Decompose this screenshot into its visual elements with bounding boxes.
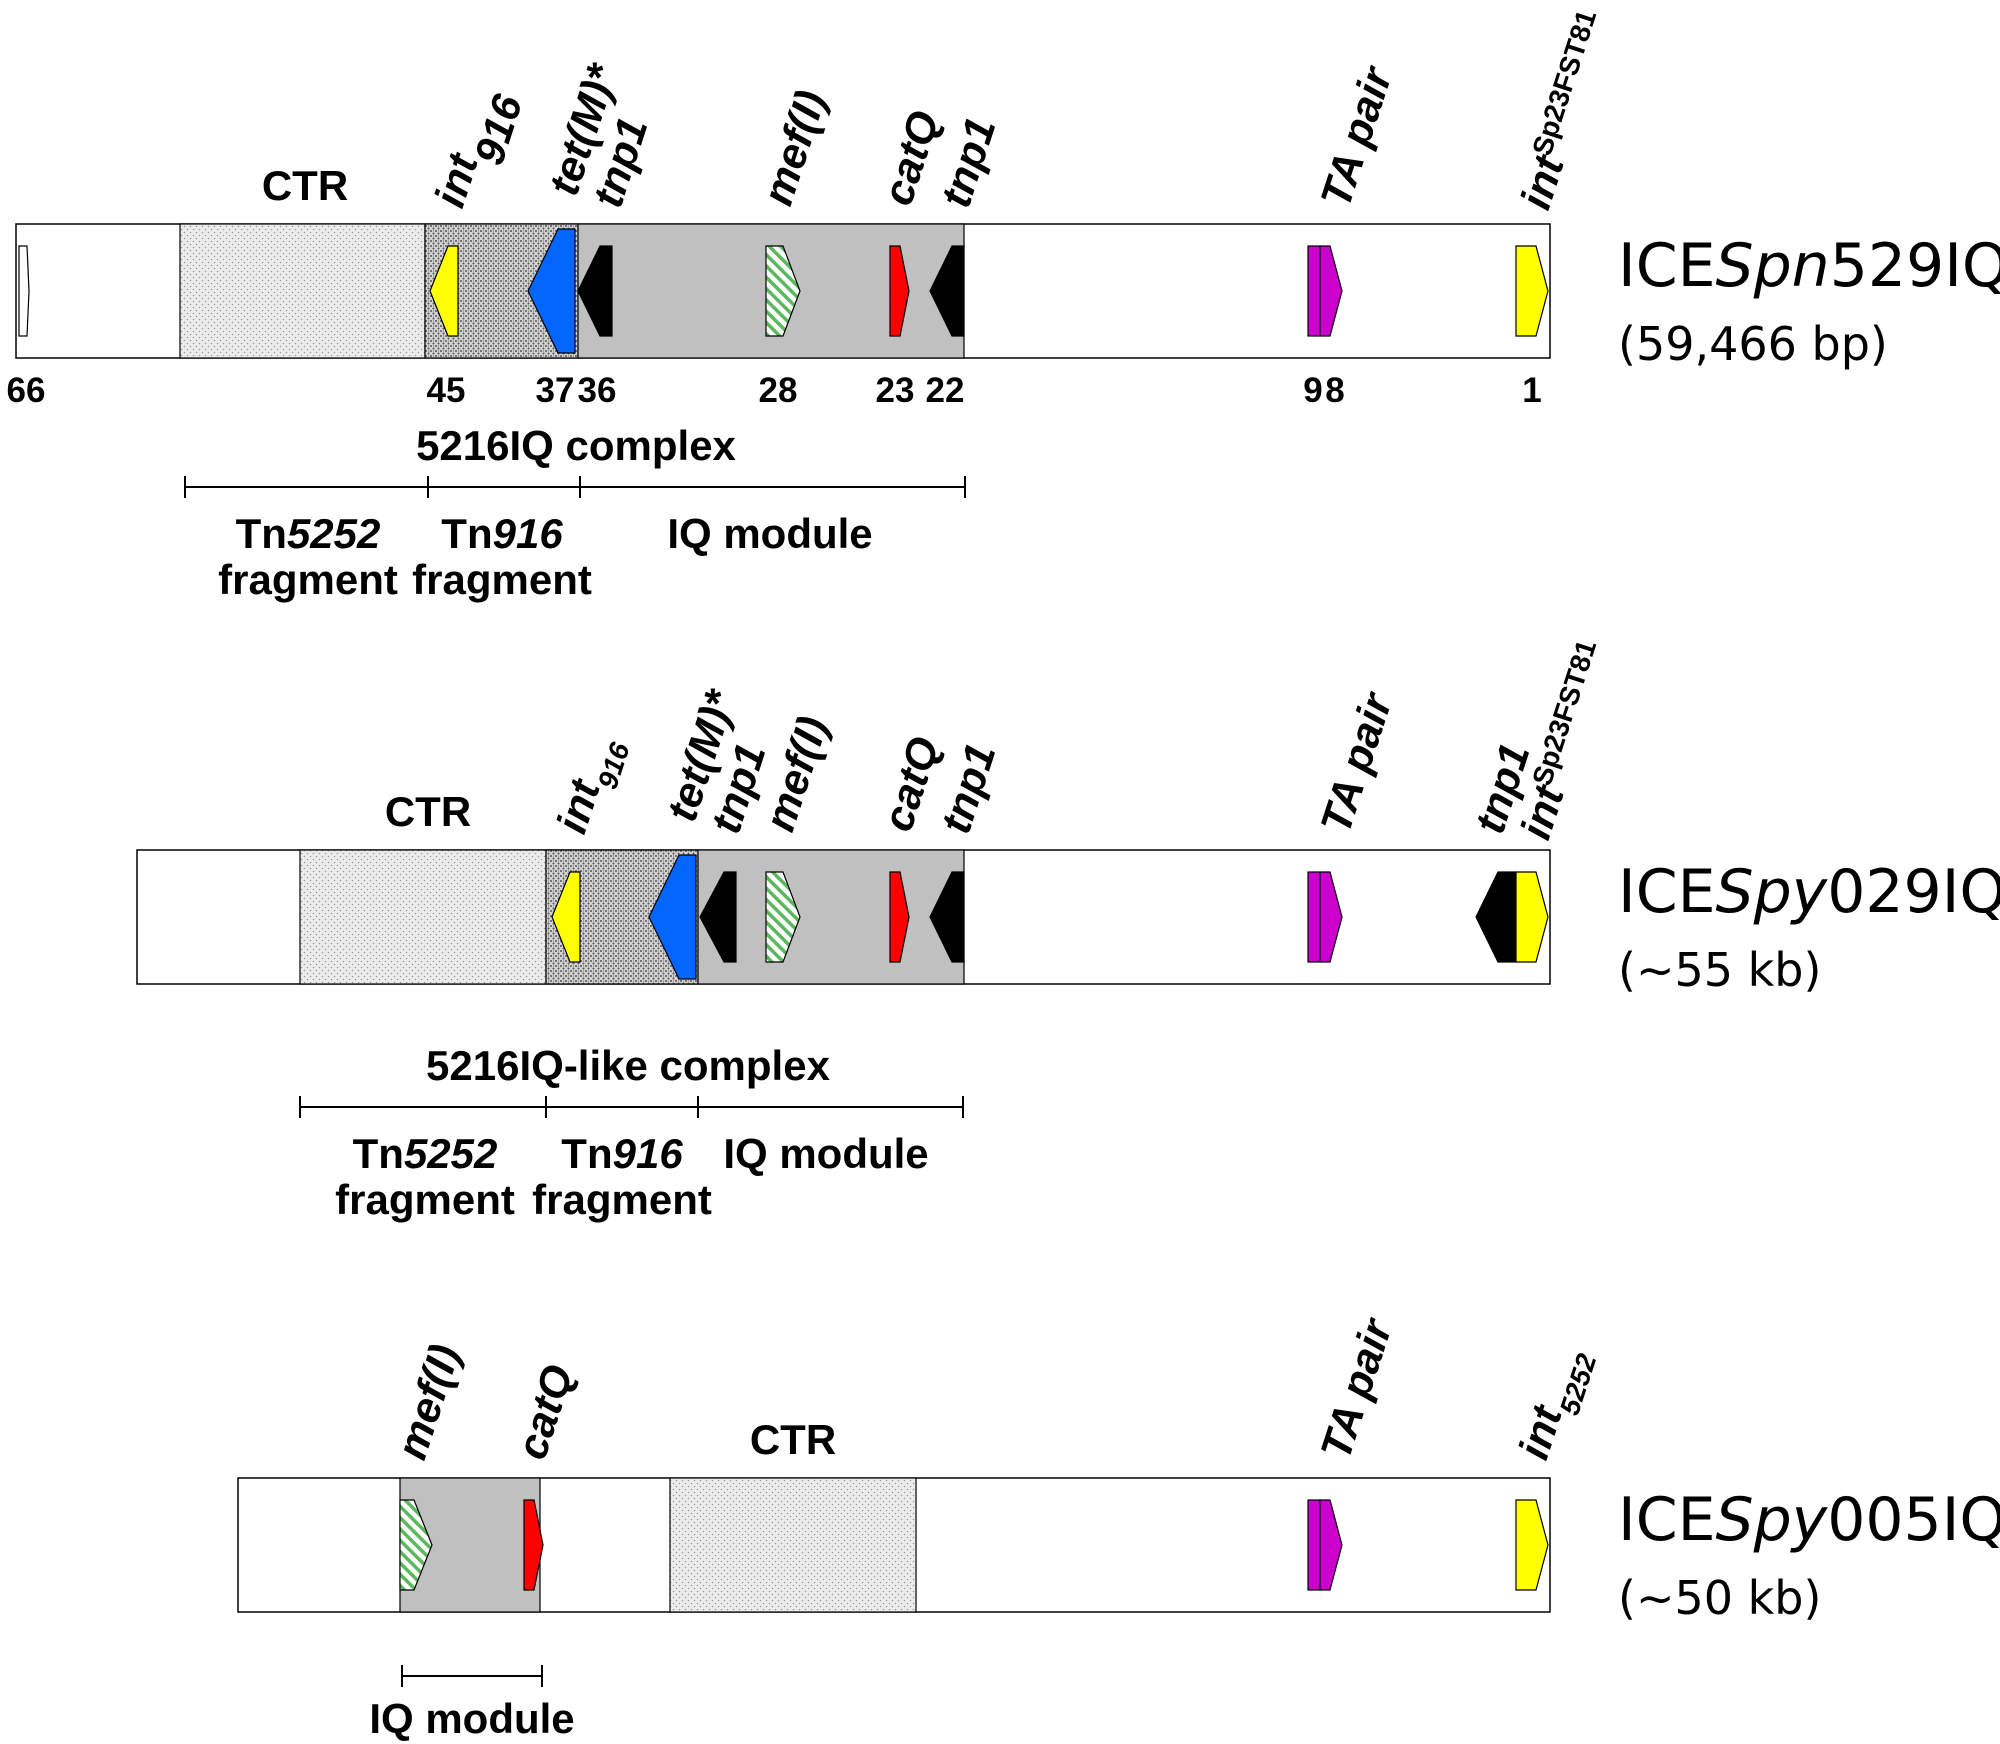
tnp1-arrow-a [577, 245, 613, 337]
catq-arrow [523, 1499, 544, 1591]
segment-tn916-label: Tn916 [441, 510, 563, 557]
gene-label-int-sp23fst81: intSp23FST81 [1509, 636, 1620, 845]
int-sp23fst81-arrow [1515, 871, 1549, 963]
segment-tn5252-fragment: fragment [335, 1176, 515, 1223]
gene-label-mefi: mef(I) [754, 85, 836, 211]
small-arrow-marker [18, 245, 30, 337]
int916-arrow-left [429, 245, 459, 337]
position-9: 9 [1303, 371, 1322, 410]
element-name: ICESpy005IQ [1618, 1485, 2000, 1555]
tetm-arrow [648, 854, 697, 980]
element-size: (59,466 bp) [1618, 317, 1888, 371]
mefi-arrow [765, 871, 801, 963]
catq-arrow [889, 871, 910, 963]
tetm-arrow [527, 228, 576, 354]
ta-pair-arrow [1319, 1499, 1343, 1591]
element-icespy005iq [237, 1477, 1551, 1613]
ta-pair-left [1307, 245, 1321, 337]
element-size: (~55 kb) [1618, 943, 1821, 997]
position-36: 36 [578, 371, 617, 410]
iq-module-bracket [401, 1665, 543, 1687]
element-size: (~50 kb) [1618, 1571, 1821, 1625]
element-name: ICESpn529IQ [1618, 231, 2000, 301]
element-icespy029iq [136, 849, 1551, 985]
iq-module-region [697, 849, 965, 985]
gene-label-int5252: int5252 [1510, 1341, 1602, 1469]
element-name: ICESpy029IQ [1618, 857, 2000, 927]
ctr-region [669, 1477, 917, 1613]
segment-tn5252-fragment: fragment [218, 556, 398, 603]
int5252-arrow [1515, 1499, 1549, 1591]
catq-arrow [889, 245, 910, 337]
ta-pair-left [1307, 1499, 1321, 1591]
gene-label-int-sp23fst81: intSp23FST81 [1509, 6, 1620, 215]
tnp1-arrow-b [929, 245, 965, 337]
position-23: 23 [876, 371, 915, 410]
segment-tn916-fragment: fragment [532, 1176, 712, 1223]
segment-tn916-label: Tn916 [561, 1130, 683, 1177]
gene-label-ta-pair: TA pair [1312, 686, 1403, 839]
position-45: 45 [427, 371, 466, 410]
ctr-region [299, 849, 547, 985]
mefi-arrow [765, 245, 801, 337]
ta-pair-left [1307, 871, 1321, 963]
mefi-arrow [399, 1499, 433, 1591]
labels-icespn529iq: CTR int916 tet(M)* tnp1 mef(I) catQ tnp1… [7, 6, 2000, 603]
gene-label-int916: int916 [548, 729, 635, 842]
complex-bracket [299, 1096, 964, 1118]
int916-arrow-left [551, 871, 581, 963]
segment-tn916-fragment: fragment [412, 556, 592, 603]
gene-label-mefi: mef(I) [388, 1339, 470, 1465]
ta-pair-arrow [1319, 871, 1343, 963]
segment-iq-module-label: IQ module [667, 510, 872, 557]
position-37: 37 [536, 371, 575, 410]
gene-label-catq: catQ [508, 1359, 583, 1465]
position-66: 66 [7, 371, 46, 410]
gene-label-ta-pair: TA pair [1312, 1312, 1403, 1465]
gene-label-ta-pair: TA pair [1312, 60, 1403, 213]
ctr-label: CTR [262, 162, 348, 209]
ctr-label: CTR [385, 788, 471, 835]
segment-tn5252-label: Tn5252 [353, 1130, 498, 1177]
ctr-label: CTR [750, 1416, 836, 1463]
iq-module-label: IQ module [369, 1695, 574, 1742]
gene-label-int916: int916 [426, 81, 531, 220]
position-8: 8 [1325, 371, 1344, 410]
position-22: 22 [926, 371, 965, 410]
int-sp23fst81-arrow [1515, 245, 1549, 337]
position-1: 1 [1522, 371, 1541, 410]
position-28: 28 [759, 371, 798, 410]
element-icespn529iq [15, 223, 1551, 359]
segment-tn5252-label: Tn5252 [236, 510, 381, 557]
ctr-region [179, 223, 426, 359]
complex-label: 5216IQ-like complex [426, 1042, 831, 1089]
tnp1-arrow-a [699, 871, 737, 963]
ta-pair-arrow [1319, 245, 1343, 337]
complex-bracket [184, 476, 966, 498]
segment-iq-module-label: IQ module [723, 1130, 928, 1177]
tnp1-arrow-b [929, 871, 965, 963]
complex-label: 5216IQ complex [416, 422, 736, 469]
